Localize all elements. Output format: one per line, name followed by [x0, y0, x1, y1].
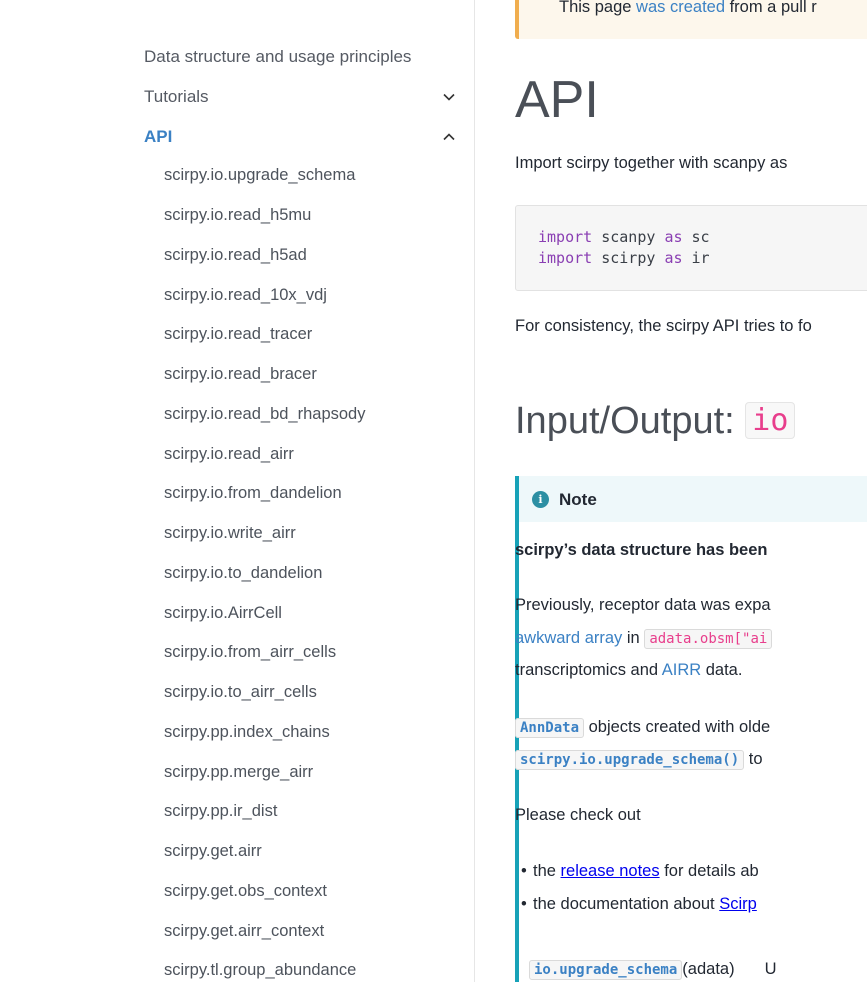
sidebar-subitem-label: scirpy.io.AirrCell [164, 603, 282, 622]
main-content: This page was created from a pull r API … [475, 0, 867, 982]
sidebar-nav: Data structure and usage principles Tuto… [144, 37, 464, 991]
sidebar-subitem[interactable]: scirpy.io.read_h5ad [164, 236, 464, 276]
sidebar-item-label: Tutorials [144, 86, 209, 106]
sidebar-subitem[interactable]: scirpy.io.to_airr_cells [164, 673, 464, 713]
banner-link[interactable]: was created [636, 0, 726, 16]
code-line: import scanpy as sc [538, 228, 710, 246]
sidebar-item-label: API [144, 126, 173, 146]
scirpy-docs-link[interactable]: Scirp [719, 895, 757, 913]
list-item: the documentation about Scirp [521, 895, 757, 914]
section-code: io [745, 402, 796, 440]
sidebar-subitem-label: scirpy.tl.group_abundance [164, 961, 357, 980]
section-heading-io: Input/Output: io [515, 400, 796, 443]
note-line: Previously, receptor data was expa [515, 596, 771, 614]
sidebar-item-tutorials[interactable]: Tutorials [144, 77, 464, 117]
sidebar: Data structure and usage principles Tuto… [144, 0, 475, 982]
sidebar-subitem[interactable]: scirpy.get.airr [164, 832, 464, 872]
chevron-up-icon[interactable] [442, 130, 456, 144]
sidebar-item-data-structure[interactable]: Data structure and usage principles [144, 37, 464, 77]
sidebar-subitem-label: scirpy.io.read_bd_rhapsody [164, 404, 366, 423]
note-line: scirpy.io.upgrade_schema() to [515, 750, 763, 770]
sidebar-subitem-label: scirpy.io.from_dandelion [164, 484, 342, 503]
banner-text: This page was created from a pull r [559, 0, 817, 16]
sidebar-subitem[interactable]: scirpy.io.read_10x_vdj [164, 276, 464, 316]
sidebar-subitem[interactable]: scirpy.get.obs_context [164, 872, 464, 912]
sidebar-subitem[interactable]: scirpy.io.AirrCell [164, 594, 464, 634]
sidebar-subitem-label: scirpy.get.airr_context [164, 921, 325, 940]
note-header: i Note [519, 476, 867, 522]
sidebar-subitem-label: scirpy.get.airr [164, 842, 262, 860]
note-line: transcriptomics and AIRR data. [515, 661, 743, 679]
sidebar-subitem-label: scirpy.io.upgrade_schema [164, 166, 356, 185]
sidebar-subitem-label: scirpy.io.write_airr [164, 524, 296, 542]
awkward-array-link[interactable]: awkward array [515, 629, 623, 647]
api-subnav: scirpy.io.upgrade_schema scirpy.io.read_h… [164, 156, 464, 991]
sidebar-subitem-label: scirpy.io.read_h5ad [164, 245, 307, 264]
note-line: awkward array in adata.obsm["ai [515, 629, 773, 649]
sidebar-subitem[interactable]: scirpy.io.read_bracer [164, 355, 464, 395]
release-notes-link[interactable]: release notes [560, 862, 660, 880]
code-line: import scirpy as ir [538, 249, 710, 267]
sidebar-item-api[interactable]: API [144, 117, 464, 157]
anndata-ref[interactable]: AnnData [515, 718, 585, 738]
info-icon: i [532, 491, 549, 508]
sidebar-subitem[interactable]: scirpy.io.read_airr [164, 435, 464, 475]
sidebar-subitem-label: scirpy.io.read_bracer [164, 365, 317, 383]
sidebar-subitem[interactable]: scirpy.io.read_bd_rhapsody [164, 395, 464, 435]
sidebar-subitem-label: scirpy.io.from_airr_cells [164, 643, 337, 662]
sidebar-subitem-label: scirpy.io.read_tracer [164, 325, 313, 344]
chevron-down-icon[interactable] [442, 90, 456, 104]
code-block: import scanpy as sc import scirpy as ir [515, 205, 867, 291]
sidebar-subitem[interactable]: scirpy.get.airr_context [164, 912, 464, 952]
sidebar-subitem[interactable]: scirpy.pp.index_chains [164, 713, 464, 753]
upgrade-schema-ref[interactable]: io.upgrade_schema [529, 960, 683, 980]
note-line: AnnData objects created with olde [515, 718, 770, 738]
sidebar-subitem-label: scirpy.io.to_dandelion [164, 563, 323, 582]
sidebar-subitem[interactable]: scirpy.io.upgrade_schema [164, 156, 464, 196]
sidebar-subitem-label: scirpy.io.read_airr [164, 444, 294, 463]
note-line: io.upgrade_schema(adata)U [529, 960, 777, 980]
sidebar-subitem-label: scirpy.get.obs_context [164, 881, 327, 900]
pull-request-banner [515, 0, 867, 39]
sidebar-subitem[interactable]: scirpy.io.read_tracer [164, 315, 464, 355]
page-title: API [515, 71, 599, 129]
airr-link[interactable]: AIRR [661, 661, 702, 679]
sidebar-subitem[interactable]: scirpy.pp.merge_airr [164, 753, 464, 793]
sidebar-subitem[interactable]: scirpy.io.write_airr [164, 514, 464, 554]
sidebar-subitem[interactable]: scirpy.tl.group_abundance [164, 951, 464, 991]
sidebar-subitem[interactable]: scirpy.pp.ir_dist [164, 792, 464, 832]
sidebar-subitem-label: scirpy.io.read_h5mu [164, 206, 312, 224]
sidebar-subitem-label: scirpy.pp.merge_airr [164, 762, 314, 781]
upgrade-schema-ref[interactable]: scirpy.io.upgrade_schema() [515, 750, 745, 770]
consistency-text: For consistency, the scirpy API tries to… [515, 317, 812, 335]
list-item: the release notes for details ab [521, 862, 759, 881]
sidebar-subitem[interactable]: scirpy.io.read_h5mu [164, 196, 464, 236]
sidebar-subitem-label: scirpy.io.read_10x_vdj [164, 285, 327, 304]
sidebar-subitem[interactable]: scirpy.io.to_dandelion [164, 554, 464, 594]
inline-code: adata.obsm["ai [644, 629, 773, 649]
sidebar-subitem-label: scirpy.pp.ir_dist [164, 802, 278, 821]
sidebar-subitem[interactable]: scirpy.io.from_dandelion [164, 474, 464, 514]
sidebar-subitem-label: scirpy.io.to_airr_cells [164, 683, 317, 701]
intro-text: Import scirpy together with scanpy as [515, 154, 788, 172]
note-title: Note [559, 490, 597, 509]
note-line: Please check out [515, 806, 641, 824]
sidebar-subitem-label: scirpy.pp.index_chains [164, 722, 330, 741]
note-bold-line: scirpy’s data structure has been [515, 541, 768, 559]
sidebar-subitem[interactable]: scirpy.io.from_airr_cells [164, 633, 464, 673]
sidebar-item-label: Data structure and usage principles [144, 47, 412, 66]
